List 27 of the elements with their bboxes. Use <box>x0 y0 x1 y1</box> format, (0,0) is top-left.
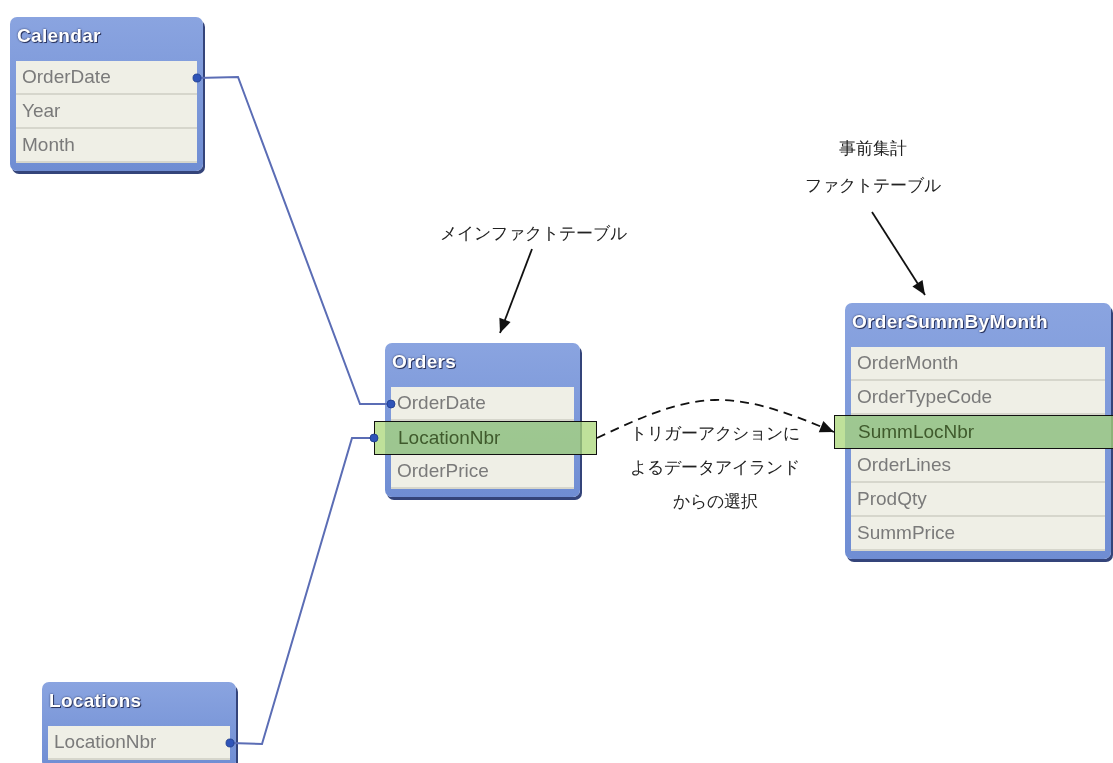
annotation-text: メインファクトテーブル <box>440 222 627 245</box>
connector-line <box>225 433 379 748</box>
annotation-text: 事前集計 <box>838 137 908 160</box>
field-row: SummPrice <box>851 517 1105 551</box>
field-row: OrderLines <box>851 449 1105 483</box>
dashed-arrow <box>596 399 835 439</box>
selected-field-row: LocationNbr <box>374 421 597 455</box>
annotation-text: ファクトテーブル <box>805 174 941 197</box>
field-row: ProdQty <box>851 483 1105 517</box>
leader-arrow <box>871 211 926 296</box>
table-box <box>10 17 203 171</box>
table-title: OrderSummByMonth <box>852 311 1048 333</box>
field-row: OrderPrice <box>391 455 574 489</box>
table-box <box>42 682 236 763</box>
connector-line <box>192 73 396 409</box>
leader-arrow <box>499 248 533 334</box>
field-row: OrderMonth <box>851 347 1105 381</box>
field-row: Year <box>16 95 197 129</box>
table-title: Calendar <box>17 25 101 47</box>
selected-field-row: SummLocNbr <box>834 415 1113 449</box>
table-title: Locations <box>49 690 142 712</box>
table-title: Orders <box>392 351 457 373</box>
field-row: OrderDate <box>16 61 197 95</box>
field-row: Month <box>16 129 197 163</box>
field-row: OrderTypeCode <box>851 381 1105 415</box>
field-row: OrderDate <box>391 387 574 421</box>
field-row: LocationNbr <box>48 726 230 760</box>
